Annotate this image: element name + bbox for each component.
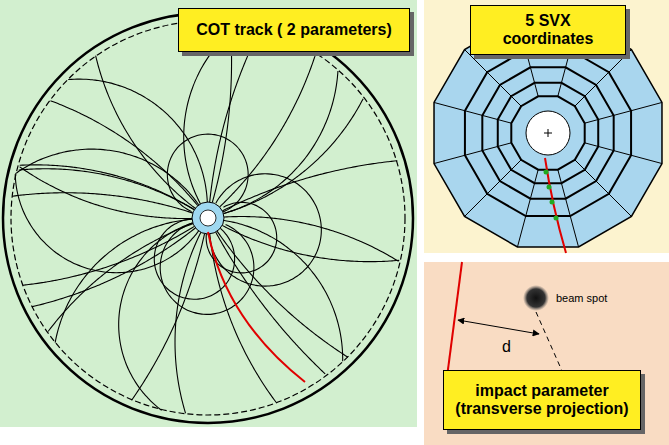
- track-curve: [15, 174, 198, 273]
- beam-spot-label: beam spot: [556, 292, 607, 304]
- track-curve: [216, 232, 326, 374]
- track-curve: [222, 225, 399, 261]
- track-curve: [32, 228, 196, 307]
- track-curve: [160, 223, 254, 315]
- impact-arrow: [458, 320, 539, 334]
- track-curve: [210, 27, 261, 202]
- label-box: impact parameter (transverse projection): [443, 370, 641, 430]
- label-box: 5 SVX coordinates: [470, 5, 626, 55]
- red-track: [208, 232, 305, 382]
- label-text: 5 SVX coordinates: [481, 12, 615, 48]
- impact-panel: [424, 262, 669, 445]
- track-curve: [23, 226, 195, 285]
- impact-parameter-symbol: d: [502, 338, 511, 356]
- label-text: COT track ( 2 parameters): [189, 21, 399, 39]
- track-curve: [217, 231, 348, 357]
- track-curve: [12, 193, 193, 213]
- track-curve: [220, 54, 316, 207]
- track-curve: [19, 169, 195, 210]
- track-curve: [210, 234, 276, 402]
- track-curve: [223, 71, 338, 214]
- cot-chamber: [3, 13, 413, 423]
- label-box: COT track ( 2 parameters): [178, 8, 410, 52]
- track-curve: [20, 165, 195, 210]
- track-curve: [224, 220, 343, 361]
- track-curve: [223, 99, 363, 214]
- beam-spot: [523, 285, 549, 311]
- track-curve: [175, 232, 201, 413]
- track-curve: [224, 217, 399, 262]
- track-curve: [119, 223, 193, 410]
- track-curve: [50, 101, 197, 206]
- label-text: impact parameter (transverse projection): [454, 382, 630, 418]
- cot-panel: [0, 0, 417, 427]
- svx-panel: [424, 0, 669, 253]
